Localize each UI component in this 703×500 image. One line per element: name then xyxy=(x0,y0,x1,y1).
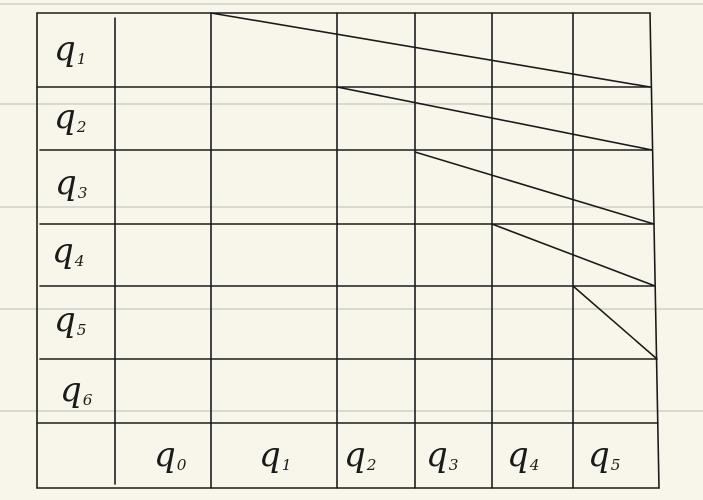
column-label-4: q4 xyxy=(507,435,540,475)
row-label-5: q5 xyxy=(54,300,87,340)
diagonal-stroke xyxy=(210,12,651,88)
diagonal-stroke xyxy=(572,285,658,360)
row-label-2: q2 xyxy=(54,97,87,137)
row-label-1: q1 xyxy=(54,29,87,69)
diagonal-stroke xyxy=(414,151,655,225)
row-label-3: q3 xyxy=(55,163,88,203)
row-label-6: q6 xyxy=(60,370,93,410)
notebook-rule xyxy=(0,103,703,105)
column-label-5: q5 xyxy=(588,435,621,475)
notebook-rule xyxy=(0,308,703,310)
notebook-rule xyxy=(0,3,703,5)
diagonal-stroke xyxy=(336,86,653,151)
row-label-4: q4 xyxy=(52,231,85,271)
column-label-2: q2 xyxy=(344,435,377,475)
notebook-rule xyxy=(0,410,703,412)
diagonal-stroke xyxy=(491,223,656,287)
column-label-1: q1 xyxy=(259,435,292,475)
column-label-3: q3 xyxy=(426,435,459,475)
column-label-0: q0 xyxy=(154,435,187,475)
notebook-rule xyxy=(0,206,703,208)
outer-frame-right xyxy=(649,12,660,489)
